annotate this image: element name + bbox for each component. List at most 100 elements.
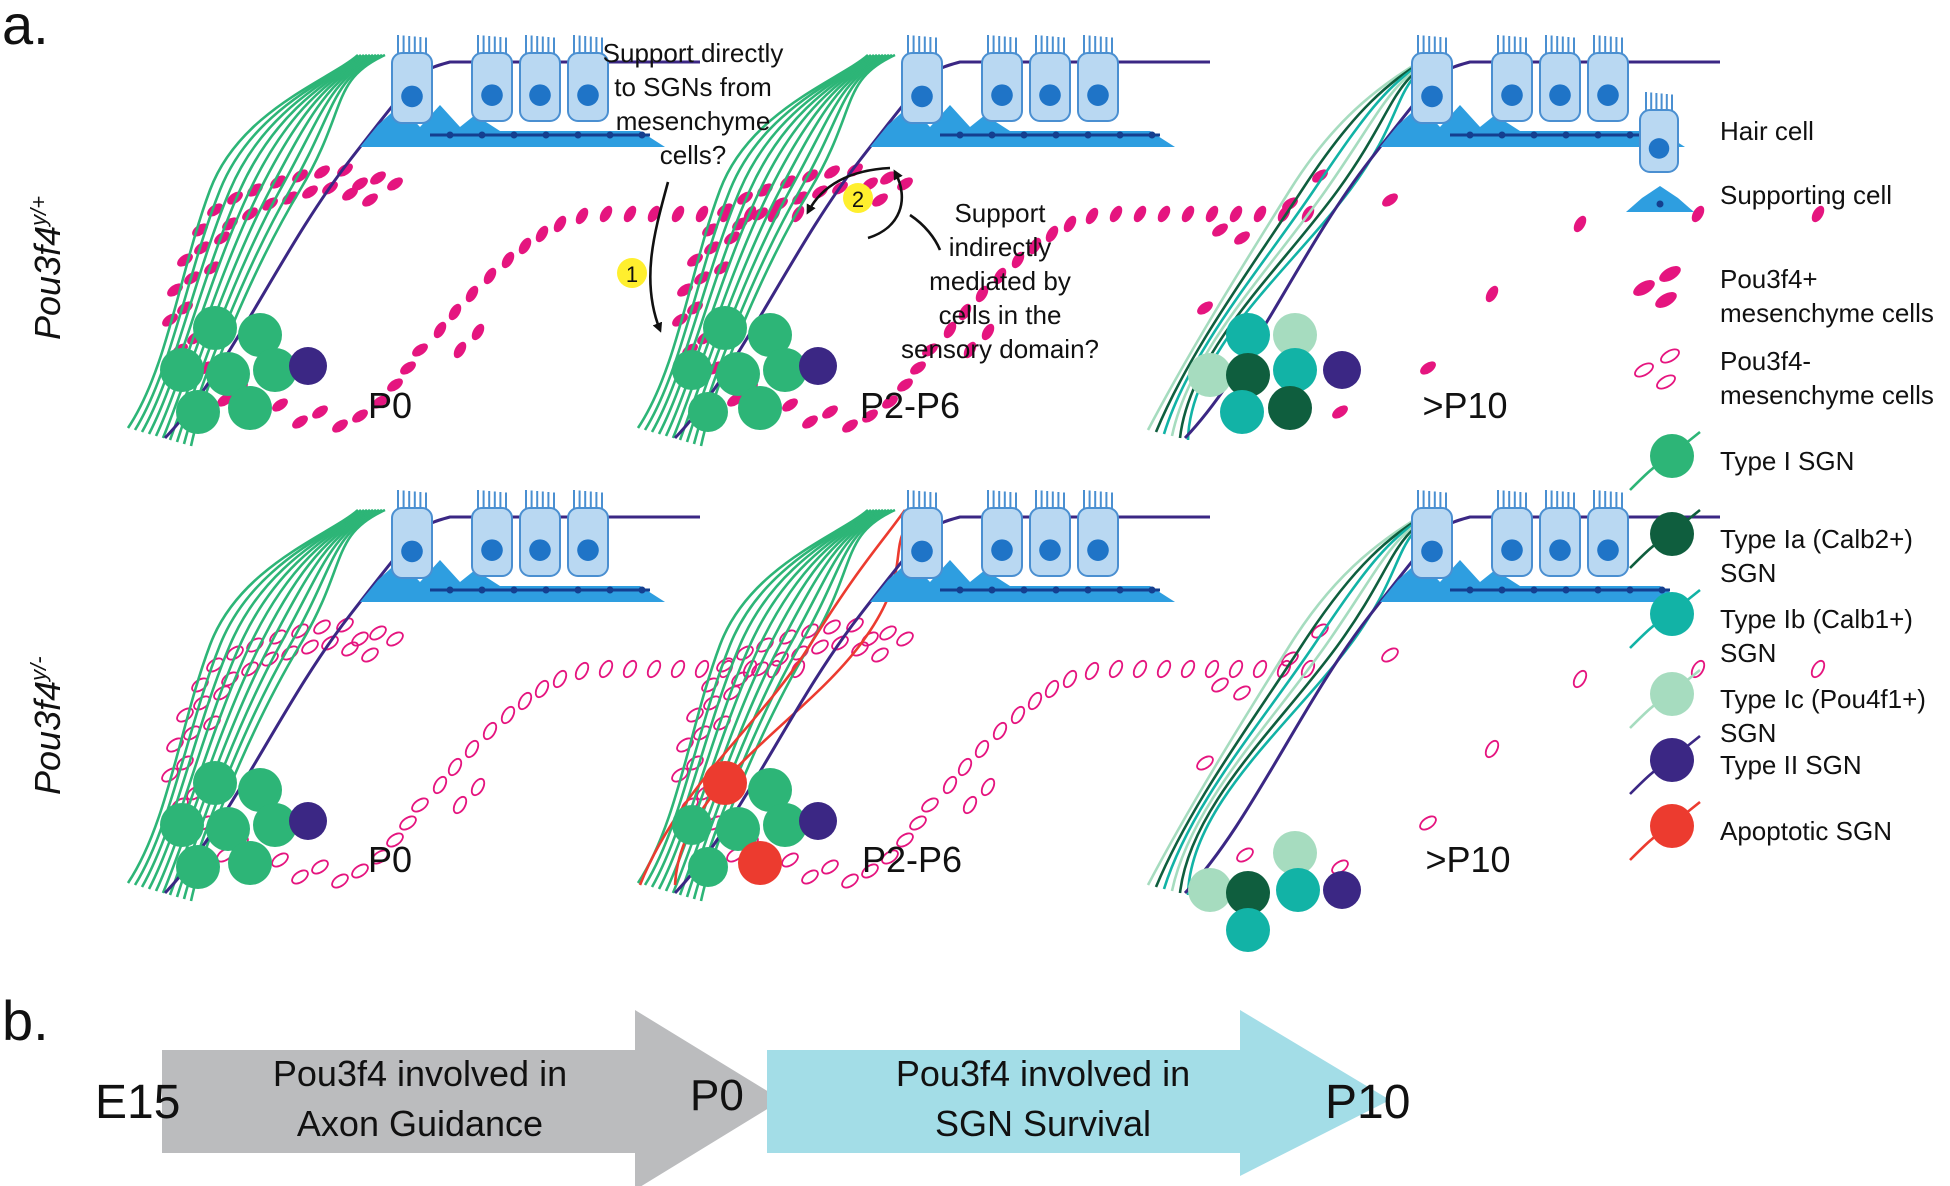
sgn-fiber <box>1154 53 1434 433</box>
timeline: E15 P0 P10 Pou3f4 involved in Axon Guida… <box>95 1010 1410 1186</box>
hair-cell-nucleus <box>1501 539 1523 561</box>
pou3f4-negative-mesenchyme-cell <box>921 797 939 813</box>
hair-cell <box>1587 490 1629 577</box>
supporting-cell-nucleus <box>446 586 454 594</box>
pou3f4-negative-mesenchyme-cell <box>823 619 841 635</box>
hair-cell-nucleus <box>1549 84 1571 106</box>
type-i-sgn-soma <box>193 306 237 350</box>
pou3f4-negative-mesenchyme-cell <box>517 691 533 711</box>
arrow2-text-line1: Pou3f4 involved in <box>896 1053 1190 1094</box>
pou3f4-positive-mesenchyme-cell <box>1234 231 1250 245</box>
row-label-wild-type: Pou3f4y/+ <box>26 196 68 340</box>
legend-item-type1b: Type Ib (Calb1+)SGN <box>1629 588 1913 668</box>
hair-cell-nucleus <box>1597 539 1619 561</box>
hair-cell-nucleus <box>911 540 933 563</box>
pou3f4-positive-mesenchyme-cell <box>501 251 515 269</box>
type-i-sgn-soma <box>763 348 807 392</box>
hair-cell-nucleus <box>911 85 933 108</box>
supporting-cell-nucleus <box>1116 131 1124 139</box>
pou3f4-negative-mesenchyme-cell <box>751 661 769 677</box>
pou3f4-positive-mesenchyme-cell <box>465 285 479 303</box>
type-i-fiber <box>692 53 893 445</box>
hair-cell-nucleus <box>1087 84 1109 106</box>
pou3f4-positive-mesenchyme-cell <box>963 341 977 359</box>
hair-cell-nucleus <box>481 84 503 106</box>
stage-label-wt-p2p6: P2-P6 <box>860 385 960 426</box>
legend-text-pou_neg-1: mesenchyme cells <box>1720 380 1934 410</box>
hair-cell <box>1539 35 1581 122</box>
hair-cell <box>1639 92 1679 173</box>
panel-a-label: a. <box>2 0 49 56</box>
sgn-soma <box>1276 868 1320 912</box>
pou3f4-negative-mesenchyme-cell <box>291 869 309 885</box>
supporting-cell-nucleus <box>988 131 996 139</box>
pou3f4-positive-mesenchyme-cell <box>872 193 888 207</box>
type-i-sgn-soma <box>228 841 272 885</box>
pou3f4-positive-mesenchyme-cell <box>1212 223 1228 237</box>
annotation-indirect-line3: mediated by <box>929 266 1071 296</box>
pou3f4-negative-mesenchyme-cell <box>1044 679 1060 699</box>
svg-text:Pou3f4y/-: Pou3f4y/- <box>26 656 68 795</box>
hair-cell <box>567 35 609 122</box>
pou3f4-negative-mesenchyme-cell <box>622 659 638 679</box>
hair-cell-nucleus <box>529 84 551 106</box>
type-i-sgn-soma <box>176 390 220 434</box>
supporting-cell-nucleus <box>1498 131 1506 139</box>
pou3f4-negative-mesenchyme-cell <box>861 863 879 879</box>
pou3f4-positive-mesenchyme-cell <box>302 185 318 199</box>
arrow-sensory-to-mesenchyme <box>806 166 891 215</box>
hair-cell <box>1491 490 1533 577</box>
type-i-sgn-soma <box>688 847 728 887</box>
panel-b-label: b. <box>2 989 49 1052</box>
sgn-soma <box>1273 313 1317 357</box>
pou3f4-positive-mesenchyme-cell <box>842 419 858 433</box>
pou3f4-positive-mesenchyme-cell <box>222 217 238 231</box>
pou3f4-positive-mesenchyme-cell <box>1045 225 1059 243</box>
pou3f4-negative-mesenchyme-cell <box>962 795 978 815</box>
pou3f4-positive-mesenchyme-cell <box>387 177 403 191</box>
type-i-sgn-soma <box>160 803 204 847</box>
pou3f4-positive-mesenchyme-cell <box>352 177 368 191</box>
type-i-sgn-soma <box>206 352 250 396</box>
pou3f4-positive-mesenchyme-cell <box>247 183 263 197</box>
pou3f4-positive-mesenchyme-cell <box>1253 205 1267 223</box>
supporting-cell-nucleus <box>574 131 582 139</box>
type-ii-sgn-soma <box>799 347 837 385</box>
cochlea-wt-p2p6 <box>636 35 1315 447</box>
pou3f4-negative-mesenchyme-cell <box>301 639 319 655</box>
pou3f4-positive-mesenchyme-cell <box>332 419 348 433</box>
pou3f4-negative-mesenchyme-cell <box>598 659 614 679</box>
pou3f4-positive-mesenchyme-cell <box>575 207 589 225</box>
supporting-cell-nucleus <box>510 586 518 594</box>
sgn-icon-soma <box>1650 804 1694 848</box>
supporting-cell-nucleus <box>1562 586 1570 594</box>
supporting-cell-nucleus <box>478 131 486 139</box>
pou3f4-negative-mesenchyme-cell <box>241 661 259 677</box>
legend-text-type1a-1: SGN <box>1720 558 1776 588</box>
supporting-cell-nucleus <box>1052 131 1060 139</box>
timeline-end-label: P10 <box>1325 1076 1410 1129</box>
pou3f4-positive-mesenchyme-cell <box>483 267 497 285</box>
legend-item-support: Supporting cell <box>1626 180 1892 212</box>
legend-item-hair: Hair cell <box>1639 92 1814 173</box>
type-i-sgn-soma <box>193 761 237 805</box>
pou3f4-positive-mesenchyme-cell <box>372 395 388 409</box>
hair-cell-nucleus <box>481 539 503 561</box>
pou3f4-positive-mesenchyme-cell <box>757 183 773 197</box>
legend-text-support-0: Supporting cell <box>1720 180 1892 210</box>
pou3f4-negative-mesenchyme-cell <box>1572 669 1588 689</box>
pou3f4-negative-mesenchyme-cell <box>447 757 463 777</box>
hair-cell-nucleus <box>1501 84 1523 106</box>
annotation-direct-line2: to SGNs from <box>614 72 771 102</box>
type-ii-sgn-soma <box>1323 871 1361 909</box>
supporting-cell-nucleus <box>1084 586 1092 594</box>
hair-cell <box>471 35 513 122</box>
type-i-fiber <box>126 54 359 429</box>
annotation-indirect-line5: sensory domain? <box>901 334 1099 364</box>
pou3f4-positive-mesenchyme-cell <box>782 398 798 412</box>
pou3f4-positive-mesenchyme-cell <box>922 343 938 357</box>
pou3f4-negative-mesenchyme-cell <box>811 639 829 655</box>
type-ii-sgn-soma <box>289 802 327 840</box>
supporting-cell-nucleus <box>1148 131 1156 139</box>
annotation-arrows <box>649 166 942 333</box>
